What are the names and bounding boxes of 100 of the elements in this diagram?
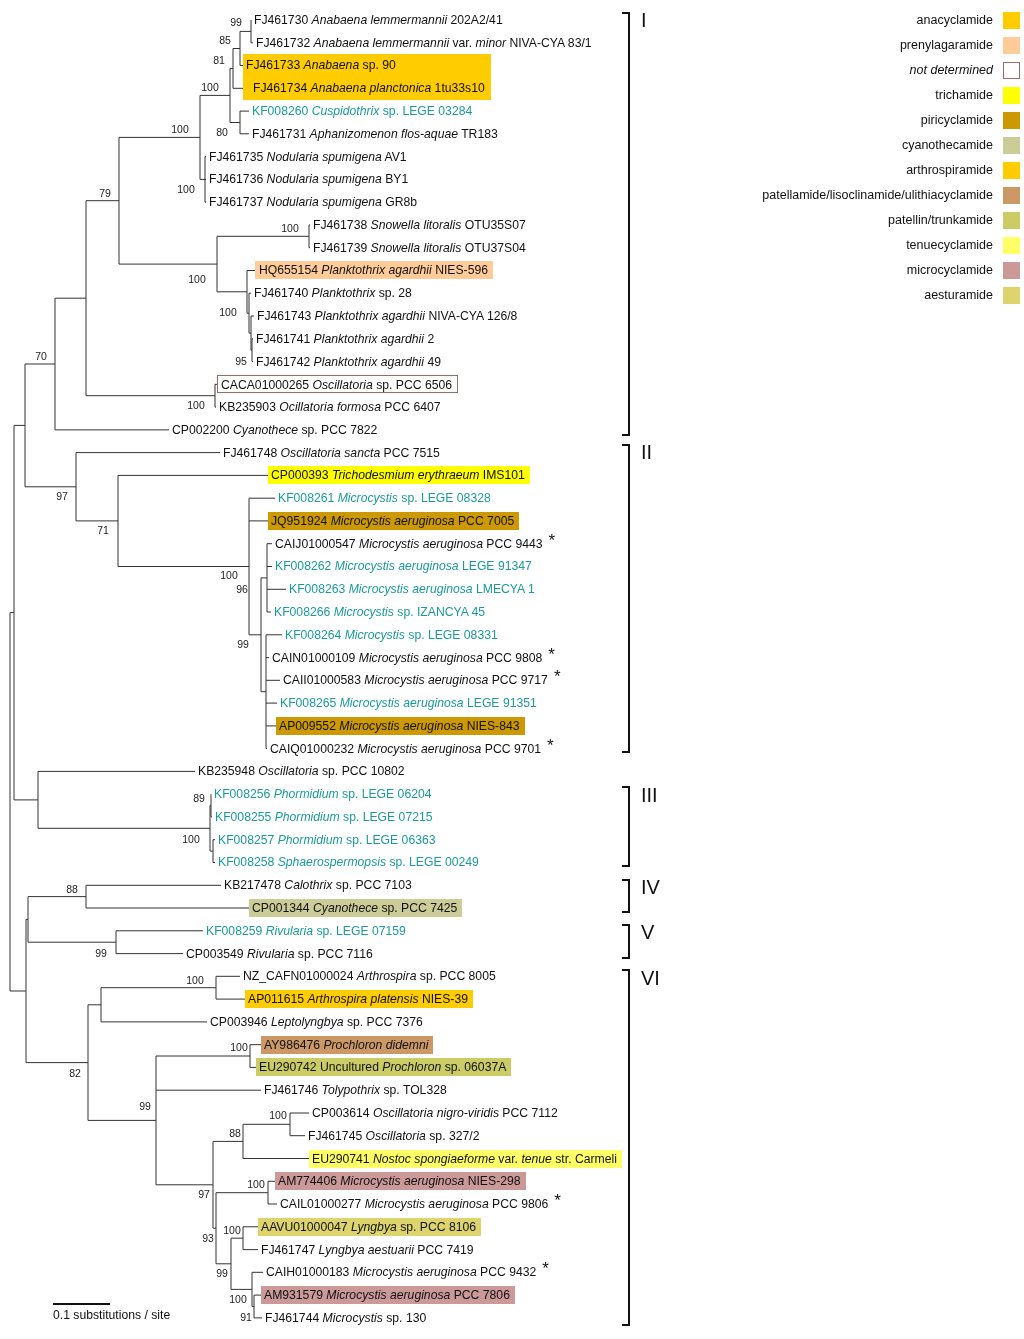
bootstrap-value: 99 [139,1100,151,1112]
clade-numeral: I [641,9,647,31]
legend-label: aesturamide [924,287,993,303]
taxon-label: KF008265 Microcystis aeruginosa LEGE 91351 [279,695,538,713]
bootstrap-value: 100 [182,833,200,845]
highlighted-taxon-label: JQ951924 Microcystis aeruginosa PCC 7005 [268,511,520,530]
taxon-label: FJ461747 Lyngbya aestuarii PCC 7419 [260,1241,475,1259]
highlighted-taxon-label: AAVU01000047 Lyngbya sp. PCC 8106 [258,1217,482,1236]
taxon-label: NZ_CAFN01000024 Arthrospira sp. PCC 8005 [242,968,497,986]
taxon-label: KF008256 Phormidium sp. LEGE 06204 [213,786,433,804]
taxon-label: FJ461741 Planktothrix agardhii 2 [255,330,436,348]
bootstrap-value: 85 [219,34,231,46]
taxon-label: KF008263 Microcystis aeruginosa LMECYA 1 [288,581,536,599]
taxon-label: KB235903 Ocillatoria formosa PCC 6407 [218,399,442,417]
asterisk-mark: * [542,1260,549,1278]
taxon-label: KF008262 Microcystis aeruginosa LEGE 91347 [274,558,533,576]
bootstrap-value: 99 [237,638,249,650]
bootstrap-value: 100 [220,569,238,581]
bootstrap-value: 100 [247,1178,265,1190]
taxon-label: CAIN01000109 Microcystis aeruginosa PCC 9808 [271,649,544,667]
taxon-label: CP002200 Cyanothece sp. PCC 7822 [171,421,379,439]
highlighted-taxon-label: AY986476 Prochloron didemni [261,1035,434,1054]
taxon-label: KF008257 Phormidium sp. LEGE 06363 [217,831,437,849]
legend-label: trichamide [935,87,993,103]
clade-numeral: IV [641,876,660,898]
legend-label: piricyclamide [920,112,993,128]
bootstrap-value: 100 [186,974,204,986]
taxon-label: CAII01000583 Microcystis aeruginosa PCC 9717 [282,672,549,690]
taxon-label: CP003946 Leptolyngbya sp. PCC 7376 [209,1013,424,1031]
taxon-label: FJ461748 Oscillatoria sancta PCC 7515 [222,444,441,462]
taxon-label: FJ461744 Microcystis sp. 130 [264,1309,428,1327]
legend-label: not determined [909,62,993,78]
bootstrap-value: 89 [193,792,205,804]
taxon-label: FJ461735 Nodularia spumigena AV1 [208,148,408,166]
highlighted-taxon-label: CP000393 Trichodesmium erythraeum IMS101 [268,466,530,485]
taxon-label: FJ461740 Planktothrix sp. 28 [253,285,413,303]
bootstrap-value: 91 [240,1311,252,1323]
highlighted-taxon-label: EU290742 Uncultured Prochloron sp. 06037A [256,1058,512,1077]
bootstrap-value: 71 [97,524,109,536]
taxon-label: FJ461739 Snowella litoralis OTU37S04 [312,239,527,257]
asterisk-mark: * [547,736,554,754]
taxon-label: FJ461731 Aphanizomenon flos-aquae TR183 [251,125,499,143]
bootstrap-value: 88 [66,883,78,895]
bootstrap-value: 100 [230,1041,248,1053]
taxon-label: KF008259 Rivularia sp. LEGE 07159 [205,922,407,940]
highlighted-taxon-label: FJ461733 Anabaena sp. 90 [243,54,491,77]
highlighted-taxon-label: AP011615 Arthrospira platensis NIES-39 [245,990,473,1009]
bootstrap-value: 93 [202,1232,214,1244]
taxon-label: KB217478 Calothrix sp. PCC 7103 [223,877,413,895]
bootstrap-value: 79 [99,187,111,199]
outlined-taxon-label: CACA01000265 Oscillatoria sp. PCC 6506 [217,375,459,394]
clade-numeral: V [641,921,655,943]
bootstrap-value: 96 [236,583,248,595]
bootstrap-value: 100 [188,273,206,285]
bootstrap-value: 100 [187,399,205,411]
bootstrap-value: 82 [69,1067,81,1079]
taxon-label: KF008260 Cuspidothrix sp. LEGE 03284 [251,103,474,121]
taxon-label: FJ461738 Snowella litoralis OTU35S07 [312,216,527,234]
legend-label: microcyclamide [906,262,993,278]
asterisk-mark: * [548,531,556,549]
bootstrap-value: 100 [171,123,189,135]
asterisk-mark: * [554,1192,561,1210]
asterisk-mark: * [553,668,561,686]
taxon-label: KB235948 Oscillatoria sp. PCC 10802 [197,763,406,781]
bootstrap-value: 100 [201,81,219,93]
bootstrap-value: 99 [95,947,107,959]
legend-label: tenuecyclamide [906,237,993,253]
highlighted-taxon-label: FJ461734 Anabaena planctonica 1tu33s10 [243,76,491,100]
taxon-label: FJ461732 Anabaena lemmermannii var. minor NIVA-CYA 83/1 [255,34,593,52]
bootstrap-value: 81 [213,54,225,66]
taxon-label: FJ461736 Nodularia spumigena BY1 [208,171,410,189]
legend-label: arthrospiramide [906,162,993,178]
clade-numeral: VI [641,967,660,989]
taxon-label: FJ461737 Nodularia spumigena GR8b [208,194,418,212]
highlighted-taxon-label: CP001344 Cyanothece sp. PCC 7425 [249,899,463,917]
taxon-label: FJ461745 Oscillatoria sp. 327/2 [307,1127,481,1145]
taxon-label: CAIH01000183 Microcystis aeruginosa PCC 9432 [265,1264,538,1282]
legend-label: cyanothecamide [901,137,993,153]
bootstrap-value: 95 [235,355,247,367]
bootstrap-value: 100 [229,1293,247,1305]
taxon-label: KF008258 Sphaerospermopsis sp. LEGE 00249 [217,854,480,872]
highlighted-taxon-label: AP009552 Microcystis aeruginosa NIES-843 [276,716,525,735]
legend-label: prenylagaramide [899,37,993,53]
taxon-label: KF008266 Microcystis sp. IZANCYA 45 [273,604,487,621]
bootstrap-value: 88 [229,1127,241,1139]
bootstrap-value: 97 [56,490,68,502]
taxon-label: CAIL01000277 Microcystis aeruginosa PCC 9806 [279,1196,550,1214]
bootstrap-value: 100 [269,1109,287,1121]
legend-label: anacyclamide [916,12,993,28]
bootstrap-value: 99 [230,16,242,28]
taxon-label: KF008261 Microcystis sp. LEGE 08328 [277,490,492,508]
asterisk-mark: * [548,645,555,663]
taxon-label: FJ461730 Anabaena lemmermannii 202A2/41 [253,12,504,29]
taxon-label: KF008255 Phormidium sp. LEGE 07215 [214,808,434,826]
taxon-label: CP003549 Rivularia sp. PCC 7116 [185,945,374,963]
legend-label: patellin/trunkamide [888,212,993,228]
legend-label: patellamide/lisoclinamide/ulithiacyclamide [762,187,993,203]
bootstrap-value: 100 [223,1224,241,1236]
taxon-label: CAIQ01000232 Microcystis aeruginosa PCC 9701 [269,740,542,758]
scale-label: 0.1 substitutions / site [53,1308,171,1323]
